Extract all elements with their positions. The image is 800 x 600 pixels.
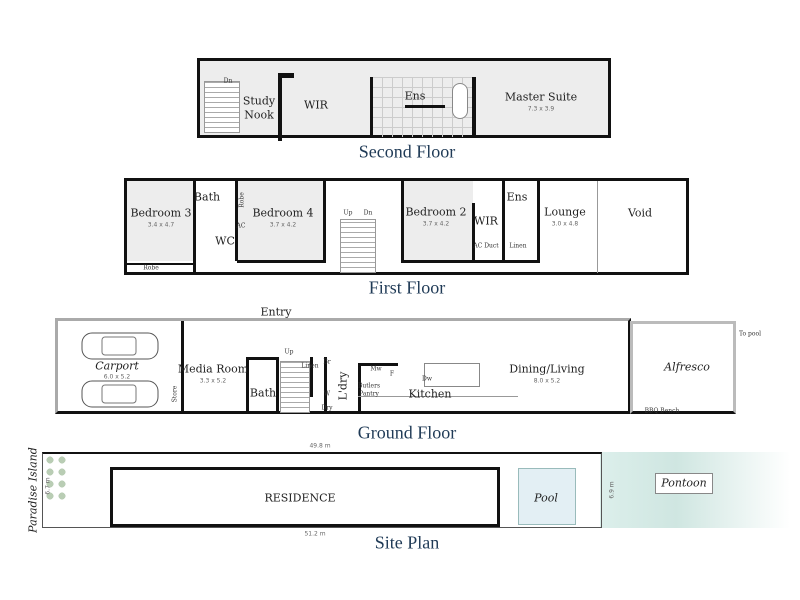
second-floor-title: Second Floor xyxy=(358,141,456,162)
pontoon-label: Pontoon xyxy=(661,476,707,490)
bath-label: Bath xyxy=(193,190,221,204)
wir-label: WIR xyxy=(304,98,328,112)
washer-label: W xyxy=(323,390,331,398)
garden-trees xyxy=(44,454,68,504)
dining-living-label: Dining/Living xyxy=(509,362,585,376)
first-floor-plan xyxy=(124,178,689,275)
staircase xyxy=(280,361,310,413)
stair-dn-label: Dn xyxy=(363,209,373,217)
linen-label: Linen xyxy=(301,362,319,370)
master-suite-dims: 7.3 x 3.9 xyxy=(527,105,555,113)
bath-label: Bath xyxy=(249,386,277,400)
stair-up-label: Up xyxy=(343,209,353,217)
study-nook-label-2: Nook xyxy=(244,108,274,122)
microwave-label: Mw xyxy=(370,365,382,373)
stair-dn-label: Dn xyxy=(223,77,233,85)
br-label: Br xyxy=(323,358,331,366)
car-icon xyxy=(81,332,159,360)
robe-label-2: Robe xyxy=(143,264,159,272)
store-label: Store xyxy=(171,385,179,403)
bedroom4-dims: 3.7 x 4.2 xyxy=(269,221,297,229)
pontoon xyxy=(655,473,713,494)
ground-floor-title: Ground Floor xyxy=(357,422,457,443)
alfresco-label: Alfresco xyxy=(664,360,710,374)
ground-floor-plan xyxy=(55,318,631,414)
staircase xyxy=(340,219,376,273)
second-floor-plan xyxy=(197,58,611,141)
lounge-label: Lounge xyxy=(544,205,586,219)
pool-label: Pool xyxy=(534,491,558,505)
butlers-pantry-label-2: Pantry xyxy=(359,390,379,398)
left-width-dim: 6.7 m xyxy=(44,477,52,495)
right-width-dim: 6.9 m xyxy=(608,481,616,499)
bbq-bench-label: BBQ Bench xyxy=(644,407,680,415)
stair-up-label: Up xyxy=(284,348,294,356)
linen-label: Linen xyxy=(509,242,527,250)
bathtub xyxy=(452,83,468,119)
dryer-label: Dry xyxy=(321,404,333,412)
site-plan-title: Site Plan xyxy=(374,532,440,553)
dishwasher-label: Dw xyxy=(422,375,432,383)
kitchen-label: Kitchen xyxy=(408,387,452,401)
ac-duct-label: AC Duct xyxy=(473,242,499,250)
site-boundary xyxy=(42,452,602,528)
lounge-dims: 3.0 x 4.8 xyxy=(551,220,579,228)
ens-label: Ens xyxy=(506,190,528,204)
bedroom3-label: Bedroom 3 xyxy=(130,206,192,220)
carport-label: Carport xyxy=(95,359,139,373)
bedroom2-label: Bedroom 2 xyxy=(405,205,467,219)
carport-dims: 6.0 x 5.2 xyxy=(103,373,131,381)
media-room-label: Media Room xyxy=(177,362,249,376)
alfresco-area xyxy=(630,321,736,414)
master-suite-label: Master Suite xyxy=(504,90,578,104)
residence xyxy=(110,467,500,527)
kitchen-island xyxy=(424,363,480,387)
car-icon xyxy=(81,380,159,408)
robe-label: Robe xyxy=(238,192,246,208)
bedroom3-dims: 3.4 x 4.7 xyxy=(147,221,175,229)
bottom-length-dim: 51.2 m xyxy=(304,530,326,538)
bedroom2-dims: 3.7 x 4.2 xyxy=(422,220,450,228)
staircase xyxy=(204,81,240,133)
butlers-pantry-label: Butlers xyxy=(357,382,381,390)
study-nook-label: Study xyxy=(242,94,276,108)
residence-label: RESIDENCE xyxy=(264,491,336,505)
laundry-label: L'dry xyxy=(336,371,350,401)
dining-living-dims: 8.0 x 5.2 xyxy=(533,377,561,385)
first-floor-title: First Floor xyxy=(368,277,446,298)
to-pool-label: To pool xyxy=(738,330,762,338)
wc-label: WC xyxy=(215,234,235,248)
void-label: Void xyxy=(627,206,653,220)
pool xyxy=(518,468,576,525)
bedroom4-label: Bedroom 4 xyxy=(252,206,314,220)
media-room-dims: 3.3 x 5.2 xyxy=(199,377,227,385)
ac-label: AC xyxy=(236,222,246,230)
fridge-label: F xyxy=(389,370,395,378)
wir-label: WIR xyxy=(474,214,498,228)
ens-label: Ens xyxy=(404,89,426,103)
top-length-dim: 49.8 m xyxy=(309,442,331,450)
entry-label: Entry xyxy=(260,305,292,319)
street-label: Paradise Island xyxy=(26,447,40,533)
